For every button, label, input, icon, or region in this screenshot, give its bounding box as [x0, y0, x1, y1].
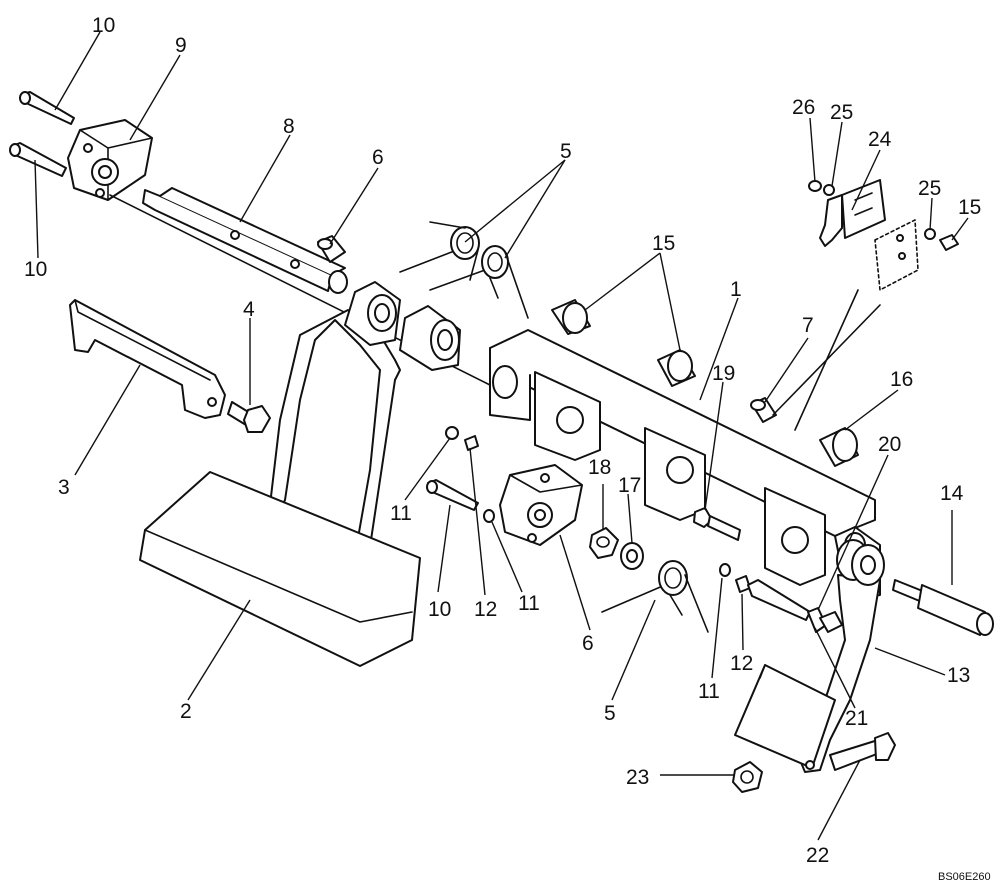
pedal-bushing-right — [399, 305, 461, 371]
callout-16: 17 — [618, 474, 641, 497]
callout-7: 8 — [283, 115, 295, 138]
callout-22: 23 — [626, 766, 649, 789]
callout-17: 18 — [588, 456, 611, 479]
callout-4: 4 — [243, 298, 255, 321]
part-23-switch-bracket — [772, 179, 919, 431]
part-15-bushing-middle — [657, 349, 696, 387]
callout-10-middle: 10 — [428, 598, 451, 621]
callout-6-upper: 6 — [372, 146, 384, 169]
part-26-nut — [808, 180, 822, 192]
callout-13: 13 — [947, 664, 970, 687]
part-5-spring-upper-left — [399, 221, 480, 281]
part-18-bolt — [693, 507, 741, 541]
part-21-bolt — [829, 732, 896, 771]
callout-9: 6 — [582, 632, 594, 655]
callout-25-right: 25 — [918, 177, 941, 200]
part-11-washer-b — [483, 509, 495, 523]
callout-25-upper: 25 — [830, 101, 853, 124]
callout-2: 2 — [180, 700, 192, 723]
callout-12-right: 12 — [730, 652, 753, 675]
callout-10-top: 10 — [92, 14, 115, 37]
leader-lines — [34, 31, 969, 841]
callout-labels: 10 9 10 8 6 5 15 1 7 16 4 3 11 10 12 11 … — [24, 14, 981, 867]
part-7-shaft — [109, 187, 491, 386]
pedal-bushing-left — [344, 281, 401, 346]
part-10-bolt-upper — [19, 91, 75, 125]
part-19-bolt — [747, 579, 811, 621]
part-10-bolt-middle — [426, 479, 479, 511]
part-11-washer-c — [719, 563, 731, 577]
callout-20: 21 — [845, 707, 868, 730]
callout-11-middle: 11 — [518, 592, 540, 615]
callout-14: 14 — [940, 482, 964, 505]
callout-11-left: 11 — [390, 502, 412, 525]
callout-12-left: 12 — [474, 598, 497, 621]
part-15-bushing-right — [819, 427, 859, 467]
part-24-screw — [939, 234, 959, 251]
part-12-nut-a — [464, 435, 479, 451]
callout-11-right: 11 — [698, 680, 720, 703]
callout-15-right: 16 — [890, 368, 913, 391]
part-5-spring-lower — [601, 560, 709, 633]
part-17-nut — [589, 527, 619, 559]
callout-5-lower: 5 — [604, 702, 616, 725]
part-25-washer-upper — [823, 184, 835, 196]
part-5-spring-upper-right — [429, 245, 529, 319]
callout-8: 9 — [175, 34, 187, 57]
part-3-bracket — [69, 299, 226, 419]
callout-10-left: 10 — [24, 258, 47, 281]
part-4-bolt — [227, 401, 271, 433]
part-6-grease-fitting-lower — [750, 397, 777, 423]
callout-5-upper: 5 — [560, 140, 572, 163]
callout-18: 19 — [712, 362, 735, 385]
callout-24: 15 — [958, 196, 981, 219]
callout-15-upper: 15 — [652, 232, 675, 255]
callout-19: 20 — [878, 433, 901, 456]
part-10-bolt-lower — [9, 142, 67, 177]
drawing-reference: BS06E260 — [938, 871, 991, 883]
part-11-washer-a — [445, 426, 459, 440]
part-8-sensor — [67, 119, 153, 201]
part-22-nut — [732, 761, 763, 793]
part-9-sensor — [499, 464, 583, 546]
callout-1: 1 — [730, 278, 742, 301]
part-14-pin — [892, 579, 994, 636]
part-25-washer-right — [924, 228, 936, 240]
part-15-bushing-left — [551, 299, 591, 335]
part-2-pedal — [139, 309, 421, 667]
callout-21: 22 — [806, 844, 829, 867]
callout-26: 26 — [792, 96, 815, 119]
callout-23: 24 — [868, 128, 892, 151]
callout-6-lower: 7 — [802, 314, 814, 337]
callout-3: 3 — [58, 476, 70, 499]
part-6-grease-fitting-upper — [317, 235, 346, 263]
part-16-washer — [620, 542, 644, 570]
